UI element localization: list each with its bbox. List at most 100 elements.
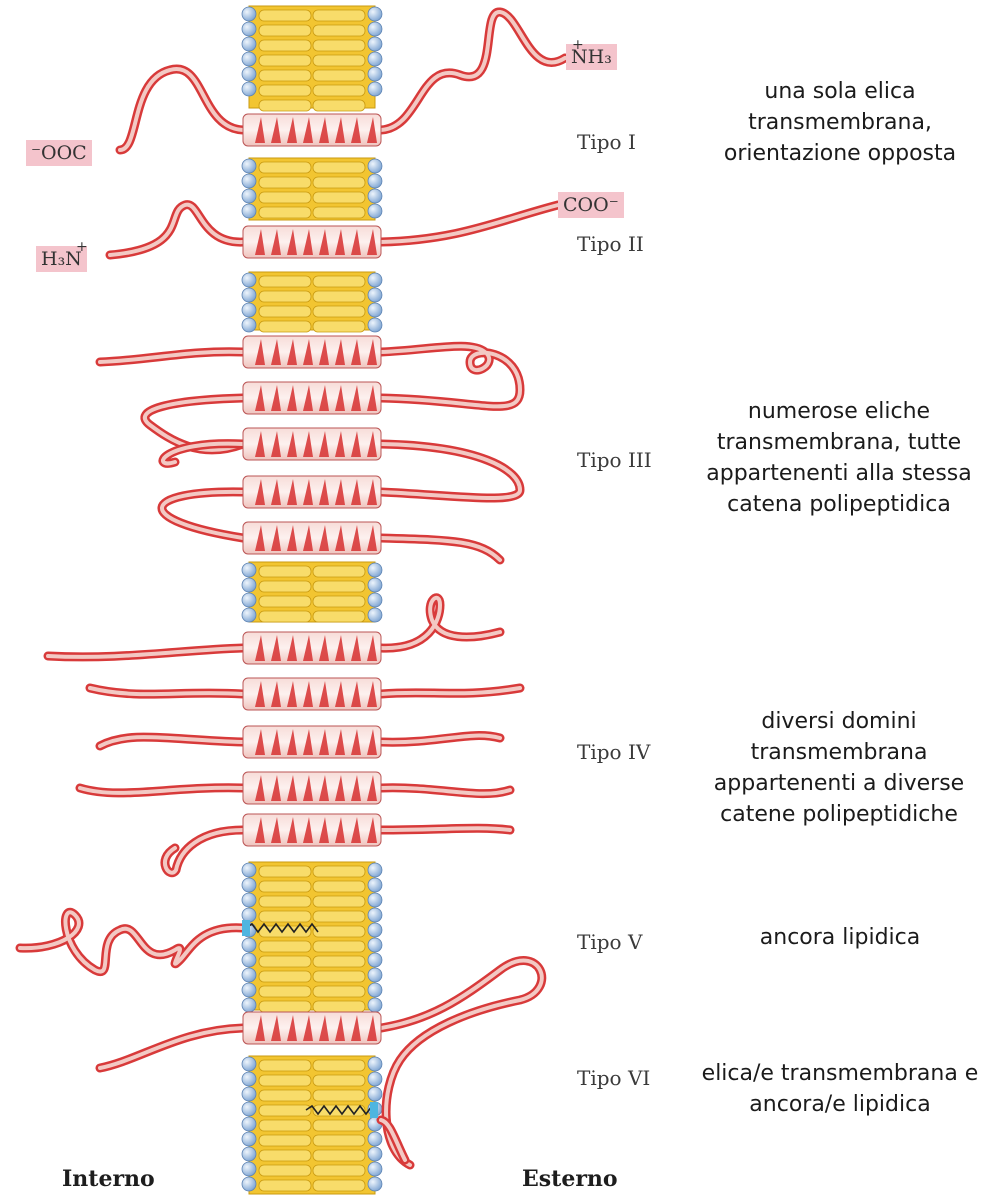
lipid-tail: [313, 25, 365, 36]
polypeptide-chain: [100, 1028, 243, 1068]
lipid-tail: [259, 192, 311, 203]
description-line: elica/e transmembrana e: [684, 1058, 996, 1089]
type-label-2: Tipo II: [577, 232, 644, 256]
lipid-head: [242, 67, 256, 81]
lipid-head: [242, 7, 256, 21]
polypeptide-chain: [381, 828, 510, 830]
lipid-head: [368, 923, 382, 937]
lipid-tail: [313, 1150, 365, 1161]
lipid-tail: [313, 611, 365, 622]
type-label-1: Tipo I: [577, 130, 636, 154]
lipid-head: [242, 998, 256, 1012]
lipid-head: [368, 593, 382, 607]
polypeptide-chain: [90, 688, 243, 694]
nh3-terminus-label-type1: + NH₃: [566, 44, 617, 70]
description-line: orientazione opposta: [690, 138, 990, 169]
lipid-head: [368, 37, 382, 51]
polypeptide-chain: [20, 912, 243, 971]
lipid-head: [242, 1162, 256, 1176]
transmembrane-helix: [243, 476, 381, 508]
lipid-tail: [259, 321, 311, 332]
lipid-head: [368, 1132, 382, 1146]
lipid-tail: [259, 1165, 311, 1176]
type-label-5: Tipo V: [577, 930, 642, 954]
lipid-head: [242, 1057, 256, 1071]
lipid-tail: [313, 1135, 365, 1146]
lipid-tail: [259, 10, 311, 21]
lipid-tail: [313, 85, 365, 96]
lipid-head: [368, 318, 382, 332]
lipid-head: [242, 1072, 256, 1086]
lipid-head: [368, 983, 382, 997]
polypeptide-chain: [100, 737, 243, 746]
cooh-terminus-label-type1: ⁻OOC: [26, 140, 92, 166]
lipid-tail: [259, 581, 311, 592]
outside-label: Esterno: [522, 1166, 618, 1192]
lipid-tail: [259, 70, 311, 81]
transmembrane-helix: [243, 382, 381, 414]
lipid-head: [242, 953, 256, 967]
lipid-tail: [313, 1120, 365, 1131]
lipid-tail: [259, 866, 311, 877]
lipid-head: [242, 37, 256, 51]
lipid-head: [368, 893, 382, 907]
lipid-tail: [259, 1090, 311, 1101]
lipid-tail: [259, 1180, 311, 1191]
description-line: ancora lipidica: [690, 922, 990, 953]
transmembrane-helix: [243, 226, 381, 258]
lipid-head: [368, 67, 382, 81]
transmembrane-helix: [243, 772, 381, 804]
lipid-head: [368, 938, 382, 952]
lipid-head: [242, 273, 256, 287]
inside-label: Interno: [62, 1166, 155, 1192]
lipid-tail: [313, 177, 365, 188]
description-line: ancora/e lipidica: [684, 1089, 996, 1120]
description-type5: ancora lipidica: [690, 922, 990, 953]
lipid-tail: [313, 1075, 365, 1086]
description-line: transmembrana, tutte: [682, 427, 996, 458]
lipid-tail: [313, 596, 365, 607]
lipid-tail: [313, 306, 365, 317]
positive-charge-sign: +: [572, 34, 584, 56]
lipid-head: [242, 878, 256, 892]
description-line: appartenenti a diverse: [682, 768, 996, 799]
lipid-tail: [313, 276, 365, 287]
lipid-tail: [313, 566, 365, 577]
lipid-tail: [259, 207, 311, 218]
description-line: diversi domini: [682, 706, 996, 737]
lipid-tail: [259, 941, 311, 952]
lipid-tail: [313, 55, 365, 66]
lipid-tail: [313, 1060, 365, 1071]
lipid-tail: [313, 70, 365, 81]
lipid-tail: [313, 207, 365, 218]
lipid-head: [242, 1132, 256, 1146]
transmembrane-helix: [243, 726, 381, 758]
lipid-tail: [313, 971, 365, 982]
lipid-head: [368, 1177, 382, 1191]
lipid-head: [368, 174, 382, 188]
polypeptide-chain: [381, 688, 520, 694]
lipid-head: [242, 318, 256, 332]
type-label-3: Tipo III: [577, 448, 652, 472]
lipid-tail: [259, 566, 311, 577]
description-line: transmembrana,: [690, 107, 990, 138]
lipid-tail: [259, 85, 311, 96]
transmembrane-helix: [243, 114, 381, 146]
lipid-head: [242, 1102, 256, 1116]
lipid-head: [242, 983, 256, 997]
lipid-tail: [259, 162, 311, 173]
lipid-head: [242, 1177, 256, 1191]
polypeptide-chain: [100, 352, 243, 362]
polypeptide-chain: [381, 538, 500, 560]
lipid-tail: [259, 611, 311, 622]
description-type3: numerose eliche transmembrana, tutte app…: [682, 396, 996, 520]
polypeptide-chain: [381, 961, 542, 1165]
lipid-head: [242, 22, 256, 36]
lipid-tail: [313, 291, 365, 302]
transmembrane-helix: [243, 336, 381, 368]
polypeptide-chain: [120, 69, 243, 150]
lipid-head: [368, 1162, 382, 1176]
lipid-bilayer-segment: [242, 272, 382, 332]
lipid-head: [242, 908, 256, 922]
polypeptide-chain: [110, 205, 243, 255]
